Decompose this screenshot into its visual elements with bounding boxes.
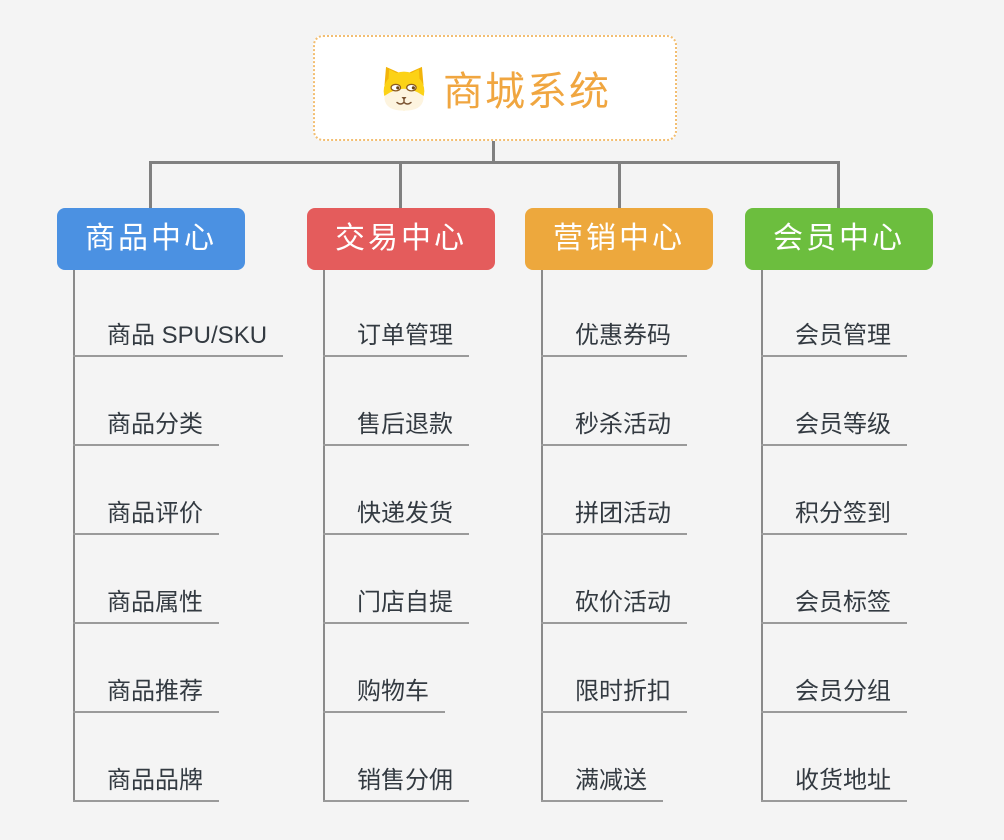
connector-drop-product: [149, 161, 152, 209]
branch-node-trade-center[interactable]: 交易中心: [307, 208, 495, 270]
leaf-node[interactable]: 商品品牌: [73, 766, 219, 802]
leaf-node[interactable]: 限时折扣: [541, 677, 687, 713]
leaf-node[interactable]: 商品分类: [73, 410, 219, 446]
leaf-node[interactable]: 会员标签: [761, 588, 907, 624]
leaf-node[interactable]: 砍价活动: [541, 588, 687, 624]
branch-node-marketing-center[interactable]: 营销中心: [525, 208, 713, 270]
leaf-node[interactable]: 购物车: [323, 677, 445, 713]
branch-trunk-marketing: [541, 270, 543, 802]
leaf-node[interactable]: 优惠券码: [541, 321, 687, 357]
leaf-node[interactable]: 满减送: [541, 766, 663, 802]
leaf-node[interactable]: 商品推荐: [73, 677, 219, 713]
leaf-node[interactable]: 快递发货: [323, 499, 469, 535]
connector-drop-marketing: [618, 161, 621, 209]
branch-trunk-product: [73, 270, 75, 802]
leaf-node[interactable]: 商品 SPU/SKU: [73, 321, 284, 357]
leaf-node[interactable]: 商品属性: [73, 588, 219, 624]
leaf-node[interactable]: 商品评价: [73, 499, 219, 535]
root-title: 商城系统: [443, 70, 611, 114]
branch-trunk-member: [761, 270, 763, 802]
leaf-node[interactable]: 会员分组: [761, 677, 907, 713]
branch-trunk-trade: [323, 270, 325, 802]
leaf-node[interactable]: 拼团活动: [541, 499, 687, 535]
root-node[interactable]: 商城系统: [313, 35, 677, 141]
connector-horizontal-bus: [149, 161, 840, 164]
leaf-node[interactable]: 收货地址: [761, 766, 907, 802]
branch-node-product-center[interactable]: 商品中心: [57, 208, 245, 270]
leaf-node[interactable]: 销售分佣: [323, 766, 469, 802]
leaf-node[interactable]: 订单管理: [323, 321, 469, 357]
connector-drop-member: [837, 161, 840, 209]
leaf-node[interactable]: 售后退款: [323, 410, 469, 446]
shiba-dog-icon: [379, 64, 429, 112]
branch-node-member-center[interactable]: 会员中心: [745, 208, 933, 270]
leaf-node[interactable]: 会员管理: [761, 321, 907, 357]
connector-drop-trade: [399, 161, 402, 209]
leaf-node[interactable]: 积分签到: [761, 499, 907, 535]
leaf-node[interactable]: 秒杀活动: [541, 410, 687, 446]
leaf-node[interactable]: 门店自提: [323, 588, 469, 624]
leaf-node[interactable]: 会员等级: [761, 410, 907, 446]
connector-root-stub: [492, 140, 495, 162]
